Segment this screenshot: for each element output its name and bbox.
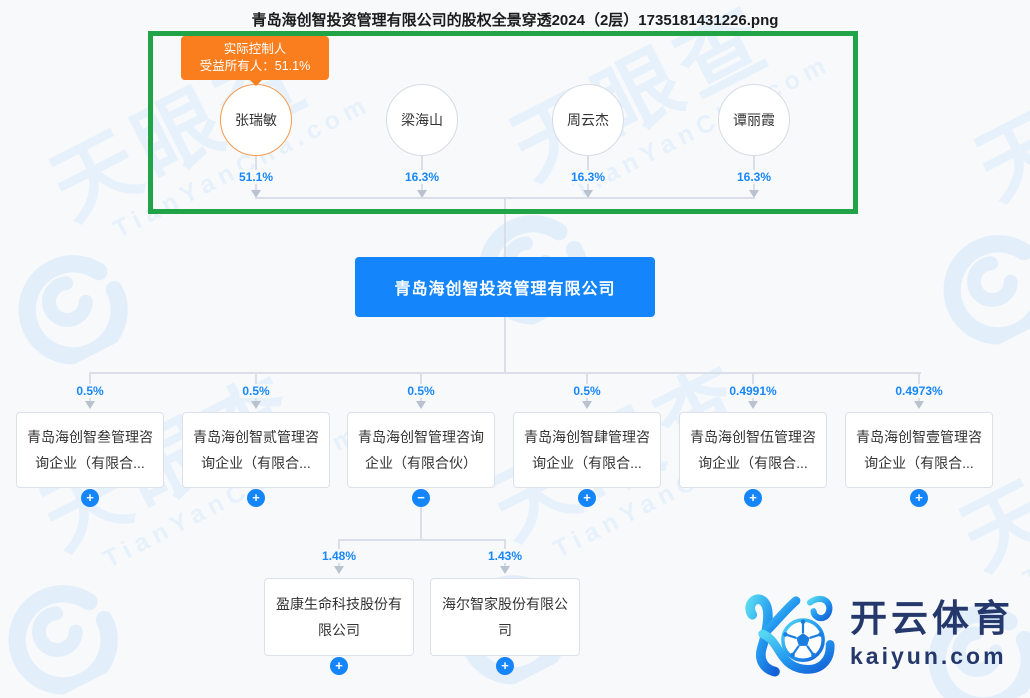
company-node[interactable]: 青岛海创智投资管理有限公司 xyxy=(355,257,655,317)
watermark-domain-text: TianYanCha.com xyxy=(1018,439,1030,594)
arrow-down-icon xyxy=(749,190,759,198)
shareholder-name: 周云杰 xyxy=(567,112,609,128)
subsidiary-name: 青岛海创智叁管理咨询企业（有限合... xyxy=(27,429,153,471)
arrow-down-icon xyxy=(748,401,758,409)
subsidiary-node[interactable]: 青岛海创智壹管理咨询企业（有限合... xyxy=(845,412,993,488)
connector-line xyxy=(504,317,506,373)
shareholding-percent: 16.3% xyxy=(567,170,609,184)
shareholding-percent: 0.5% xyxy=(73,384,107,398)
shareholder-node[interactable]: 周云杰 xyxy=(552,84,624,156)
subsidiary-node[interactable]: 青岛海创智管理咨询企业（有限合伙） xyxy=(347,412,495,488)
kaiyun-brand-logo: 开云体育 kaiyun.com xyxy=(740,588,1014,680)
arrow-down-icon xyxy=(582,401,592,409)
expand-toggle-button[interactable]: + xyxy=(578,489,596,507)
connector-line xyxy=(504,199,506,257)
connector-line xyxy=(89,372,921,374)
subsidiary-node[interactable]: 青岛海创智伍管理咨询企业（有限合... xyxy=(679,412,827,488)
shareholding-percent: 16.3% xyxy=(401,170,443,184)
subsidiary-name: 青岛海创智贰管理咨询企业（有限合... xyxy=(193,429,319,471)
tianyancha-watermark: 天眼查 TianYanCha.com xyxy=(864,0,1030,375)
expand-toggle-button[interactable]: + xyxy=(81,489,99,507)
watermark-logo-text: 天眼查 xyxy=(962,7,1030,217)
subsidiary-node[interactable]: 青岛海创智贰管理咨询企业（有限合... xyxy=(182,412,330,488)
subsidiary-node[interactable]: 青岛海创智叁管理咨询企业（有限合... xyxy=(16,412,164,488)
expand-toggle-button[interactable]: + xyxy=(910,489,928,507)
tooltip-line1: 实际控制人 xyxy=(223,42,287,56)
subsidiary-name: 青岛海创智伍管理咨询企业（有限合... xyxy=(690,429,816,471)
shareholding-percent: 0.5% xyxy=(239,384,273,398)
expand-toggle-button[interactable]: + xyxy=(496,657,514,675)
arrow-down-icon xyxy=(500,566,510,574)
page-title: 青岛海创智投资管理有限公司的股权全景穿透2024（2层）173518143122… xyxy=(251,12,779,29)
shareholder-node[interactable]: 张瑞敏 xyxy=(220,84,292,156)
kaiyun-k-ball-icon xyxy=(745,594,835,677)
arrow-down-icon xyxy=(85,401,95,409)
shareholding-percent: 0.5% xyxy=(404,384,438,398)
tianyancha-swirl-icon xyxy=(8,585,118,695)
tianyancha-swirl-icon xyxy=(18,255,128,365)
arrow-down-icon xyxy=(583,190,593,198)
arrow-down-icon xyxy=(416,401,426,409)
tianyancha-swirl-icon xyxy=(943,235,1030,345)
arrow-down-icon xyxy=(251,190,261,198)
shareholder-node[interactable]: 谭丽霞 xyxy=(718,84,790,156)
arrow-down-icon xyxy=(914,401,924,409)
subsidiary-name: 青岛海创智壹管理咨询企业（有限合... xyxy=(856,429,982,471)
holding-name: 海尔智家股份有限公司 xyxy=(442,596,568,638)
shareholder-node[interactable]: 梁海山 xyxy=(386,84,458,156)
expand-toggle-button[interactable]: + xyxy=(247,489,265,507)
shareholder-name: 梁海山 xyxy=(401,112,443,128)
subsidiary-node[interactable]: 青岛海创智肆管理咨询企业（有限合... xyxy=(513,412,661,488)
actual-controller-tooltip: 实际控制人 受益所有人：51.1% xyxy=(181,36,329,86)
expand-toggle-button[interactable]: + xyxy=(744,489,762,507)
shareholding-percent: 16.3% xyxy=(733,170,775,184)
connector-line xyxy=(338,539,506,541)
holding-node[interactable]: 盈康生命科技股份有限公司 xyxy=(264,578,414,656)
shareholding-percent: 0.4991% xyxy=(726,384,780,398)
shareholder-name: 张瑞敏 xyxy=(235,112,277,128)
subsidiary-name: 青岛海创智管理咨询企业（有限合伙） xyxy=(358,429,484,471)
kaiyun-brand-name: 开云体育 xyxy=(850,597,1014,639)
arrow-down-icon xyxy=(251,401,261,409)
tooltip-pointer-icon xyxy=(250,80,262,86)
tooltip-line2: 受益所有人：51.1% xyxy=(199,59,311,73)
holding-node[interactable]: 海尔智家股份有限公司 xyxy=(430,578,580,656)
arrow-down-icon xyxy=(417,190,427,198)
shareholding-percent: 1.43% xyxy=(484,549,526,563)
connector-line xyxy=(420,507,422,541)
arrow-down-icon xyxy=(334,566,344,574)
kaiyun-brand-domain: kaiyun.com xyxy=(850,643,1007,670)
holding-name: 盈康生命科技股份有限公司 xyxy=(276,596,402,638)
shareholding-percent: 51.1% xyxy=(235,170,277,184)
connector-line xyxy=(255,197,755,199)
collapse-toggle-button[interactable]: − xyxy=(412,489,430,507)
expand-toggle-button[interactable]: + xyxy=(330,657,348,675)
shareholding-percent: 1.48% xyxy=(318,549,360,563)
shareholding-percent: 0.4973% xyxy=(892,384,946,398)
subsidiary-name: 青岛海创智肆管理咨询企业（有限合... xyxy=(524,429,650,471)
shareholding-percent: 0.5% xyxy=(570,384,604,398)
shareholder-name: 谭丽霞 xyxy=(733,112,775,128)
